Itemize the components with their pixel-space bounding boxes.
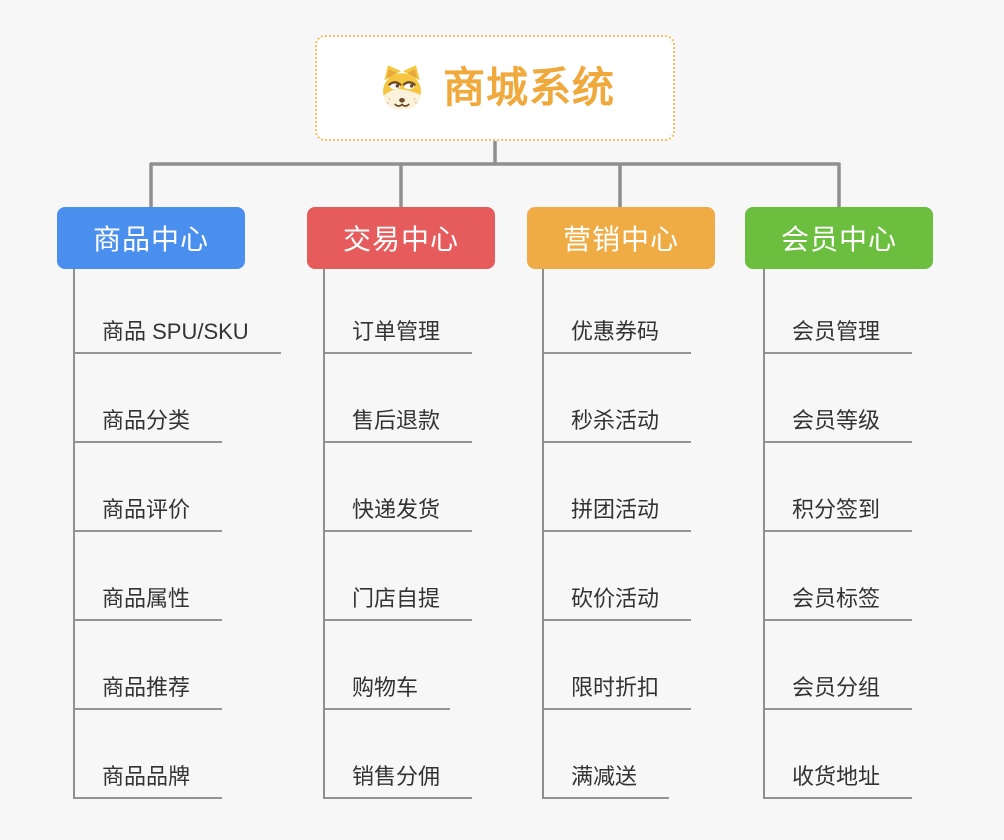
- branch-header-member[interactable]: 会员中心: [745, 207, 933, 269]
- branch-item[interactable]: 收货地址: [765, 753, 913, 799]
- branch-item[interactable]: 拼团活动: [544, 486, 692, 532]
- branch-header-marketing[interactable]: 营销中心: [527, 207, 715, 269]
- branch-children-member: 会员管理 会员等级 积分签到 会员标签 会员分组 收货地址: [763, 269, 1004, 799]
- branch-item[interactable]: 会员分组: [765, 664, 913, 710]
- branch-children-marketing: 优惠券码 秒杀活动 拼团活动 砍价活动 限时折扣 满减送: [542, 269, 804, 799]
- branch-children-product: 商品 SPU/SKU 商品分类 商品评价 商品属性 商品推荐 商品品牌: [73, 269, 335, 799]
- branch-children-trade: 订单管理 售后退款 快递发货 门店自提 购物车 销售分佣: [323, 269, 585, 799]
- branch-item[interactable]: 门店自提: [325, 575, 473, 621]
- branch-item[interactable]: 限时折扣: [544, 664, 692, 710]
- branch-item[interactable]: 商品品牌: [75, 753, 223, 799]
- branch-item[interactable]: 商品推荐: [75, 664, 223, 710]
- branch-item[interactable]: 快递发货: [325, 486, 473, 532]
- branch-item[interactable]: 商品属性: [75, 575, 223, 621]
- branch-item[interactable]: 商品评价: [75, 486, 223, 532]
- root-title: 商城系统: [442, 64, 615, 111]
- branch-item[interactable]: 积分签到: [765, 486, 913, 532]
- branch-item[interactable]: 秒杀活动: [544, 397, 692, 443]
- branch-item[interactable]: 满减送: [544, 753, 670, 799]
- branch-header-product[interactable]: 商品中心: [57, 207, 245, 269]
- branch-item[interactable]: 商品分类: [75, 397, 223, 443]
- branch-item[interactable]: 商品 SPU/SKU: [75, 308, 281, 354]
- branch-item[interactable]: 会员等级: [765, 397, 913, 443]
- branch-item[interactable]: 订单管理: [325, 308, 473, 354]
- branch-header-trade[interactable]: 交易中心: [307, 207, 495, 269]
- connector-group: [149, 139, 841, 209]
- root-node[interactable]: 商城系统: [315, 35, 675, 141]
- branch-item[interactable]: 优惠券码: [544, 308, 692, 354]
- branch-item[interactable]: 会员标签: [765, 575, 913, 621]
- connector-bus: [149, 162, 841, 209]
- branch-item[interactable]: 销售分佣: [325, 753, 473, 799]
- doge-dog-face-icon: [383, 65, 421, 110]
- branch-item[interactable]: 售后退款: [325, 397, 473, 443]
- branch-item[interactable]: 购物车: [325, 664, 451, 710]
- branch-item[interactable]: 会员管理: [765, 308, 913, 354]
- branch-item[interactable]: 砍价活动: [544, 575, 692, 621]
